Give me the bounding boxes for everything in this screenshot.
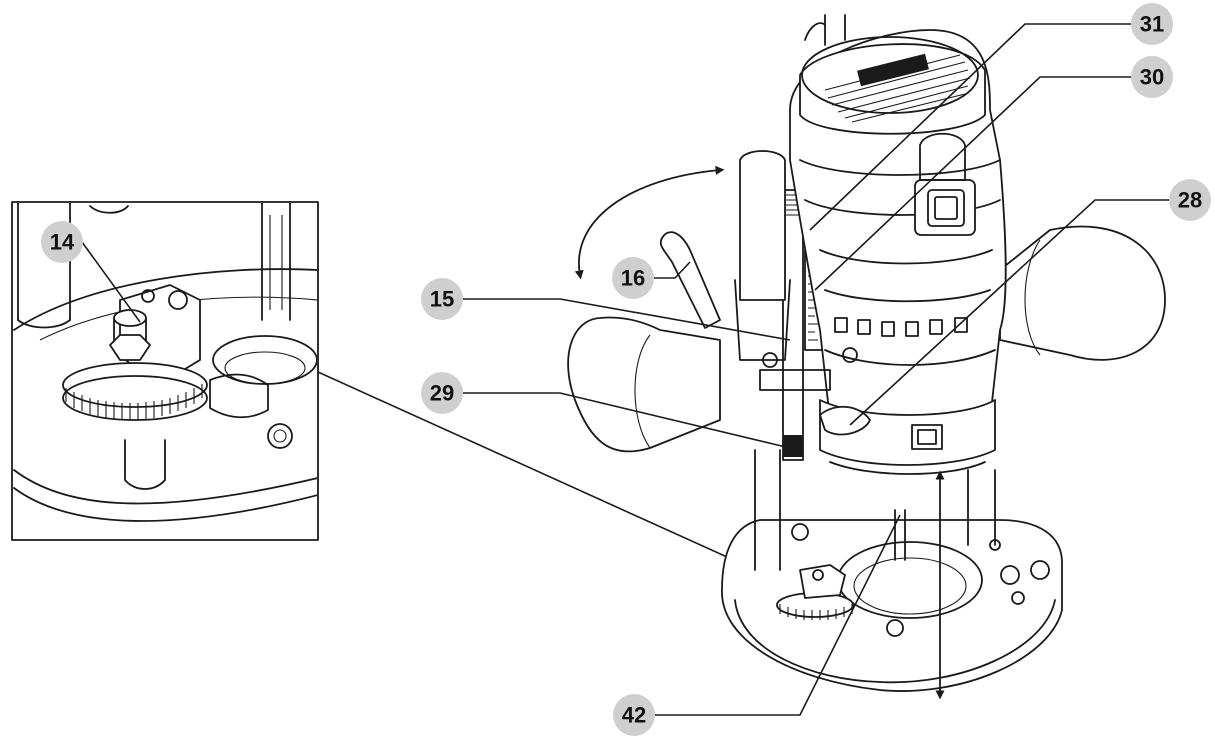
inset-detail: 14 (11, 201, 319, 541)
inset-connector-line (317, 371, 801, 591)
callout-circle-30 (1131, 56, 1173, 98)
right-column (967, 469, 996, 546)
callout-circle-28 (1169, 179, 1211, 221)
callout-label-29: 29 (430, 381, 454, 406)
leader-14 (81, 241, 141, 323)
callout-label-31: 31 (1140, 12, 1164, 37)
leader-30 (814, 76, 1132, 291)
leader-42 (655, 514, 901, 716)
callout-label-15: 15 (430, 287, 454, 312)
callout-circle-15 (421, 278, 463, 320)
leader-15 (463, 298, 791, 341)
leader-31 (809, 23, 1132, 231)
lock-knob (819, 406, 871, 436)
callout-circle-31 (1131, 3, 1173, 45)
callout-circle-29 (421, 372, 463, 414)
callout-label-42: 42 (622, 703, 646, 728)
callout-label-16: 16 (621, 266, 645, 291)
leader-28 (849, 199, 1170, 426)
locking-lever (659, 231, 721, 329)
router-illustration (567, 14, 1166, 692)
callout-circle-42 (613, 694, 655, 736)
curved-double-arrow-icon (574, 165, 725, 280)
leader-16 (654, 261, 691, 279)
callout-circle-16 (612, 257, 654, 299)
left-post (739, 150, 786, 301)
callout-label-14: 14 (50, 230, 75, 255)
router-base (721, 519, 1063, 692)
callout-circle-14 (41, 221, 83, 263)
right-handle (999, 225, 1166, 361)
callout-label-28: 28 (1178, 188, 1202, 213)
left-handle (567, 316, 721, 453)
depth-rod (782, 189, 804, 461)
callout-label-30: 30 (1140, 65, 1164, 90)
left-column (754, 449, 781, 571)
leader-29 (463, 392, 791, 449)
